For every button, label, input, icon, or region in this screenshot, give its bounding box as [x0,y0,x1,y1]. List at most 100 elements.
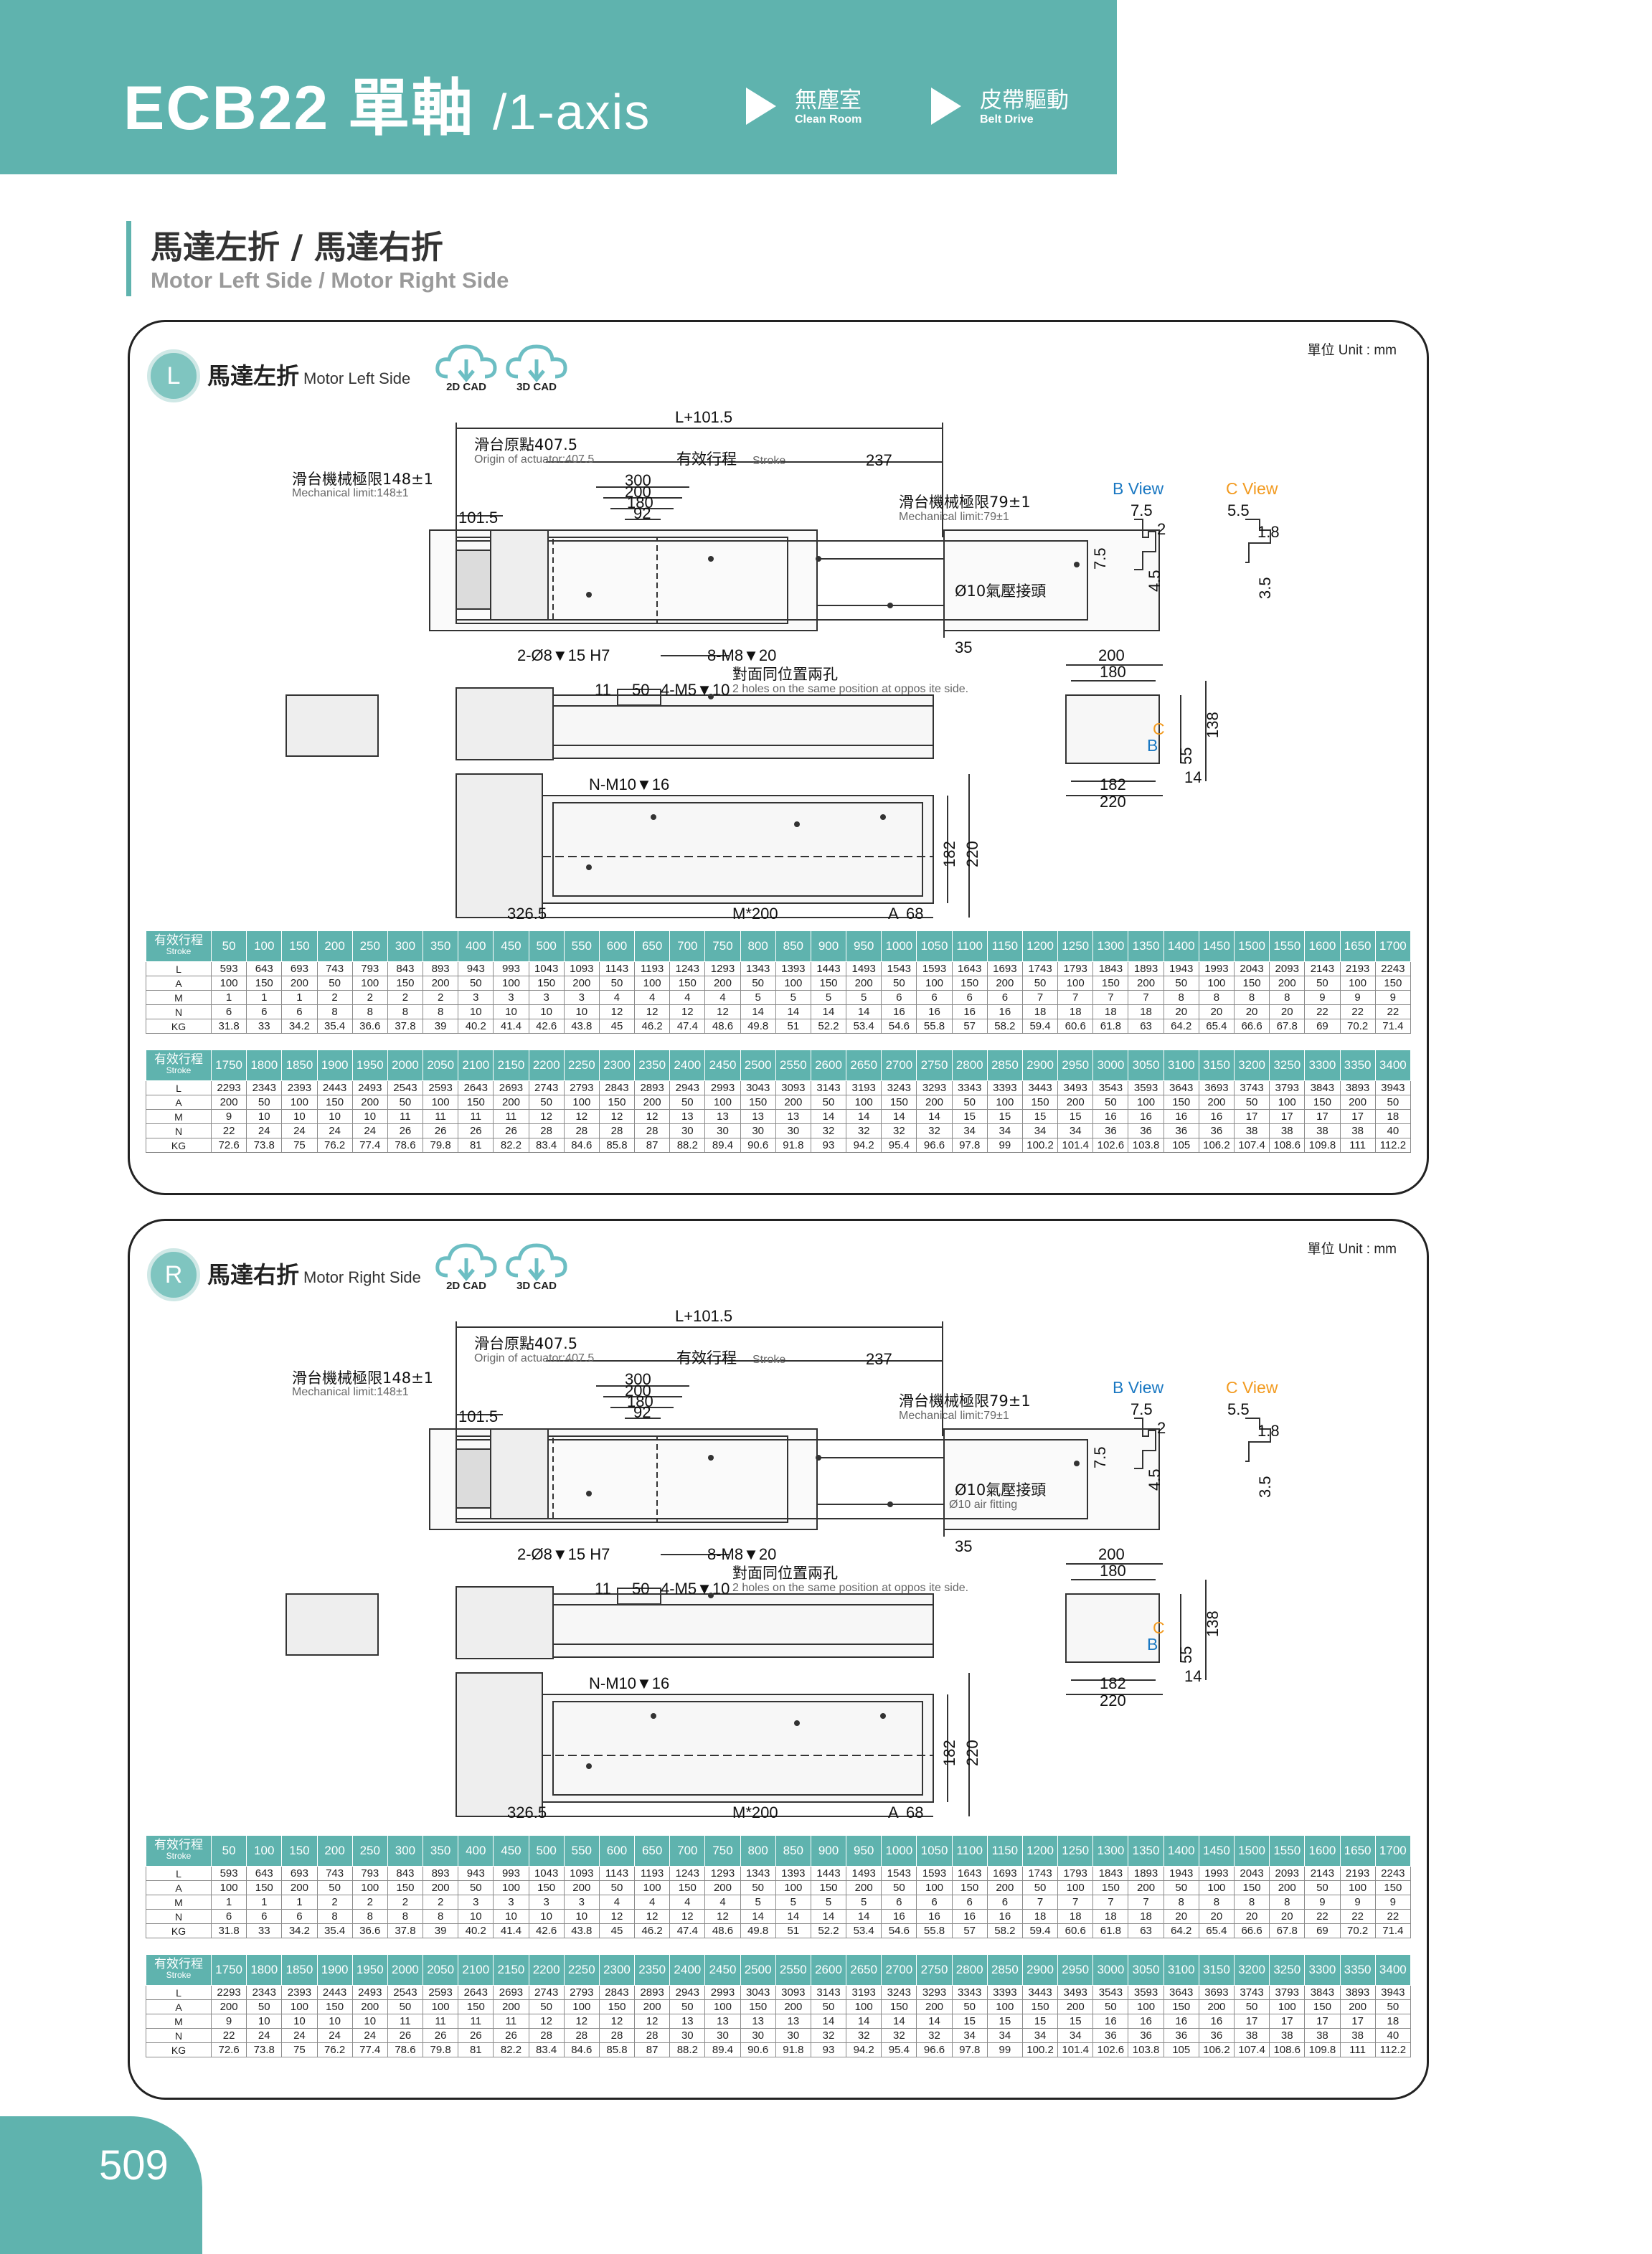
table-cell: 14 [846,2014,882,2029]
hole-marker [708,694,714,699]
cad-download-3d[interactable]: 3D CAD [504,1240,570,1292]
table-cell: 843 [387,961,424,976]
table-cell: 50 [740,976,776,991]
table-cell: 36.6 [351,1019,388,1034]
table-cell: 5 [846,1895,882,1910]
stroke-cell: 3300 [1304,1954,1341,1986]
hole-marker [586,1491,592,1496]
table-cell: 100 [1269,1095,1306,1110]
table-cell: 6 [951,1895,988,1910]
cad-download-2d[interactable]: 2D CAD [433,1240,499,1292]
table-cell: 5 [810,990,847,1005]
dim-label: 35 [955,1537,972,1555]
table-cell: 96.6 [916,2042,953,2057]
cad-download-3d[interactable]: 3D CAD [504,341,570,393]
table-cell: 17 [1304,1109,1341,1124]
table-cell: 65.4 [1198,1019,1235,1034]
table-cell: 24 [316,1123,353,1138]
table-cell: 17 [1233,1109,1270,1124]
table-cell: 22 [1339,1004,1376,1019]
table-cell: 50 [1233,1095,1270,1110]
row-label: A [146,1880,212,1895]
table-cell: 2093 [1269,961,1306,976]
table-cell: 17 [1339,1109,1376,1124]
table-cell: 35.4 [316,1019,353,1034]
table-cell: 100 [704,1999,741,2014]
table-cell: 33 [246,1019,283,1034]
table-cell: 13 [775,1109,811,1124]
table-cell: 50 [1021,976,1059,991]
table-cell: 76.2 [316,2042,353,2057]
table-cell: 31.8 [210,1019,247,1034]
cad-download-2d[interactable]: 2D CAD [433,341,499,393]
table-cell: 1043 [528,1866,565,1881]
table-cell: 36 [1198,2028,1235,2043]
table-cell: 11 [458,2014,494,2029]
row-label: A [146,1999,212,2014]
table-cell: 1 [281,1895,318,1910]
table-cell: 2993 [704,1985,741,2000]
table-cell: 100 [210,976,247,991]
table-cell: 150 [387,976,424,991]
hole-marker [816,556,821,562]
table-cell: 16 [916,1909,953,1924]
table-cell: 100 [775,1880,811,1895]
table-cell: 1443 [810,961,847,976]
table-cell: 42.6 [528,1019,565,1034]
table-cell: 50 [1021,1880,1059,1895]
stroke-cell: 1650 [1339,1835,1376,1867]
dim-label: 2 [1157,520,1166,538]
table-cell: 30 [704,2028,741,2043]
table-cell: 100.2 [1021,2042,1059,2057]
stroke-cell: 150 [281,1835,318,1867]
table-cell: 6 [210,1004,247,1019]
table-cell: 30 [704,1123,741,1138]
table-cell: 3243 [881,1985,917,2000]
table-cell: 53.4 [846,1019,882,1034]
table-cell: 10 [563,1909,600,1924]
table-cell: 2443 [316,1985,353,2000]
stroke-cell: 1050 [916,1835,953,1867]
table-cell: 8 [1163,1895,1199,1910]
stroke-cell: 250 [351,1835,388,1867]
row-label: N [146,1004,212,1019]
side-badge: L [147,349,200,402]
table-cell: 150 [810,1880,847,1895]
table-cell: 59.4 [1021,1019,1059,1034]
cad-label: 2D CAD [446,1280,486,1292]
table-cell: 100 [846,1999,882,2014]
table-cell: 66.6 [1233,1923,1270,1938]
table-cell: 50 [528,1999,565,2014]
dim-label: 182 [1100,1674,1126,1692]
table-cell: 200 [563,1880,600,1895]
table-cell: 8 [1269,1895,1306,1910]
table-cell: 17 [1304,2014,1341,2029]
table-cell: 8 [1233,990,1270,1005]
table-cell: 22 [1304,1909,1341,1924]
hole-marker [794,1720,800,1726]
dim-label: 182 [940,841,958,867]
stroke-cell: 350 [423,930,459,962]
stroke-cell: 450 [493,930,529,962]
table-cell: 3493 [1057,1985,1094,2000]
table-cell: 36 [1198,1123,1235,1138]
dim-label: 2 holes on the same position at oppos it… [732,1582,968,1594]
stroke-cell: 1500 [1233,930,1270,962]
table-cell: 40.2 [458,1923,494,1938]
table-cell: 2943 [669,1985,706,2000]
table-cell: 34 [951,2028,988,2043]
table-cell: 88.2 [669,2042,706,2057]
c-marker: C [1153,720,1165,738]
table-cell: 112.2 [1374,2042,1412,2057]
stroke-cell: 2500 [740,1954,776,1986]
table-cell: 13 [740,1109,776,1124]
table-cell: 26 [423,2028,459,2043]
table-cell: 3843 [1304,1080,1341,1095]
table-cell: 76.2 [316,1138,353,1153]
table-cell: 9 [210,1109,247,1124]
table-cell: 72.6 [210,2042,247,2057]
table-cell: 12 [704,1909,741,1924]
